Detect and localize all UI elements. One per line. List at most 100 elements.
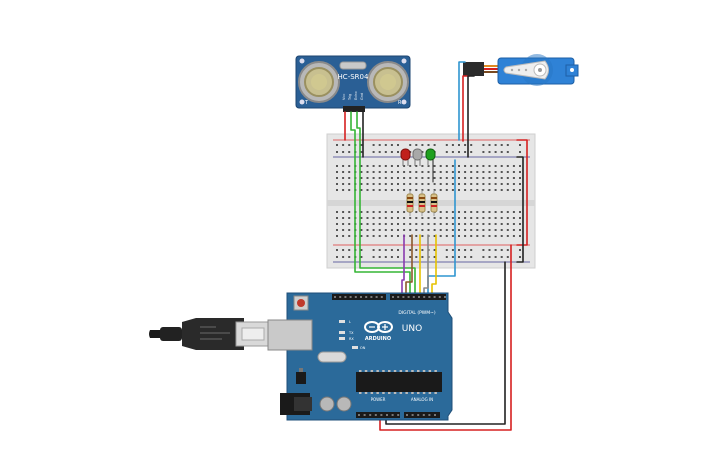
- usb-cable-icon[interactable]: [149, 318, 271, 350]
- breadboard-hole: [506, 183, 509, 185]
- breadboard-hole: [506, 151, 509, 153]
- breadboard-hole: [415, 249, 418, 251]
- breadboard-hole: [494, 165, 497, 167]
- breadboard-hole: [384, 177, 387, 179]
- wire-sensor-echo: [356, 111, 416, 295]
- header-pin: [386, 414, 388, 416]
- breadboard-hole: [415, 223, 418, 225]
- arduino-uno-board[interactable]: DIGITAL (PWM~) ARDUINO UNO L TX RX ON: [267, 292, 453, 421]
- breadboard-hole: [470, 217, 473, 219]
- header-pin: [363, 414, 366, 416]
- resistor-1: [406, 190, 414, 216]
- header-pin: [423, 296, 426, 298]
- breadboard-hole: [360, 171, 363, 173]
- sensor-pin-echo: Echo: [354, 92, 358, 101]
- breadboard-hole: [458, 217, 460, 219]
- breadboard-hole: [439, 165, 442, 167]
- breadboard-hole: [470, 183, 473, 185]
- breadboard-hole: [476, 217, 479, 219]
- breadboard-hole: [403, 229, 406, 231]
- breadboard-hole: [512, 183, 515, 185]
- header-pin: [434, 414, 436, 416]
- breadboard-hole: [439, 177, 442, 179]
- chip-pin: [393, 370, 397, 372]
- breadboard-hole: [397, 235, 399, 237]
- breadboard-hole: [488, 256, 491, 258]
- header-pin: [406, 414, 408, 416]
- breadboard-hole: [403, 211, 406, 213]
- hc-sr04-sensor[interactable]: HC-SR04 T R Vcc Trig Echo Gnd: [295, 55, 411, 112]
- resistors[interactable]: [406, 190, 438, 216]
- breadboard-hole: [348, 183, 351, 185]
- receiver-transducer: [367, 61, 409, 103]
- breadboard-hole: [427, 229, 430, 231]
- breadboard-hole: [336, 165, 338, 167]
- breadboard-hole: [360, 189, 363, 191]
- breadboard-hole: [415, 217, 418, 219]
- led-yellow[interactable]: [412, 148, 423, 166]
- breadboard-hole: [519, 171, 521, 173]
- breadboard-hole: [433, 189, 436, 191]
- led-red[interactable]: [400, 148, 411, 166]
- breadboard-hole: [494, 171, 497, 173]
- header-pin: [354, 296, 357, 298]
- chip-pin: [370, 370, 374, 372]
- breadboard-hole: [384, 256, 387, 258]
- breadboard-hole: [458, 235, 460, 237]
- breadboard-hole: [519, 177, 521, 179]
- breadboard-hole: [488, 151, 491, 153]
- servo-motor[interactable]: [463, 54, 579, 86]
- breadboard-hole: [433, 183, 436, 185]
- breadboard-hole: [482, 151, 485, 153]
- breadboard-hole: [500, 229, 503, 231]
- breadboard-hole: [403, 189, 406, 191]
- breadboard-hole: [409, 165, 412, 167]
- breadboard-hole: [348, 223, 351, 225]
- chip-pin: [370, 392, 374, 394]
- breadboard-hole: [519, 189, 521, 191]
- breadboard-hole: [488, 229, 491, 231]
- wire-brown: [405, 234, 413, 295]
- breadboard-hole: [372, 229, 375, 231]
- header-pin: [428, 414, 431, 416]
- breadboard-hole: [476, 235, 479, 237]
- breadboard-hole: [488, 235, 491, 237]
- breadboard-hole: [372, 249, 375, 251]
- breadboard-hole: [348, 189, 351, 191]
- breadboard-hole: [494, 229, 497, 231]
- chip-pin: [428, 370, 432, 372]
- header-pin: [334, 296, 336, 298]
- breadboard-hole: [433, 165, 436, 167]
- wires[interactable]: [344, 61, 528, 431]
- header-pin: [370, 296, 373, 298]
- breadboard-hole: [470, 223, 473, 225]
- header-pin: [339, 296, 342, 298]
- breadboard-hole: [336, 189, 338, 191]
- breadboard-hole: [360, 144, 363, 146]
- breadboard-hole: [500, 223, 503, 225]
- breadboard-hole: [342, 165, 345, 167]
- breadboard-hole: [506, 144, 509, 146]
- breadboard-hole: [360, 177, 363, 179]
- breadboard-hole: [470, 235, 473, 237]
- chip-pin: [364, 392, 368, 394]
- header-pin: [375, 296, 378, 298]
- breadboard-hole: [409, 144, 412, 146]
- breadboard-hole: [342, 229, 345, 231]
- breadboard-hole: [512, 171, 515, 173]
- breadboard-hole: [360, 211, 363, 213]
- breadboard-hole: [494, 211, 497, 213]
- breadboard-hole: [464, 223, 467, 225]
- breadboard-hole: [397, 256, 399, 258]
- breadboard-hole: [494, 217, 497, 219]
- breadboard-hole: [451, 211, 454, 213]
- breadboard-hole: [336, 211, 338, 213]
- breadboard-hole: [366, 223, 369, 225]
- breadboard-hole: [451, 249, 454, 251]
- chip-pin: [422, 392, 426, 394]
- breadboard-hole: [482, 183, 485, 185]
- breadboard-hole: [384, 183, 387, 185]
- breadboard-hole: [384, 217, 387, 219]
- breadboard-hole: [433, 171, 436, 173]
- breadboard-hole: [488, 217, 491, 219]
